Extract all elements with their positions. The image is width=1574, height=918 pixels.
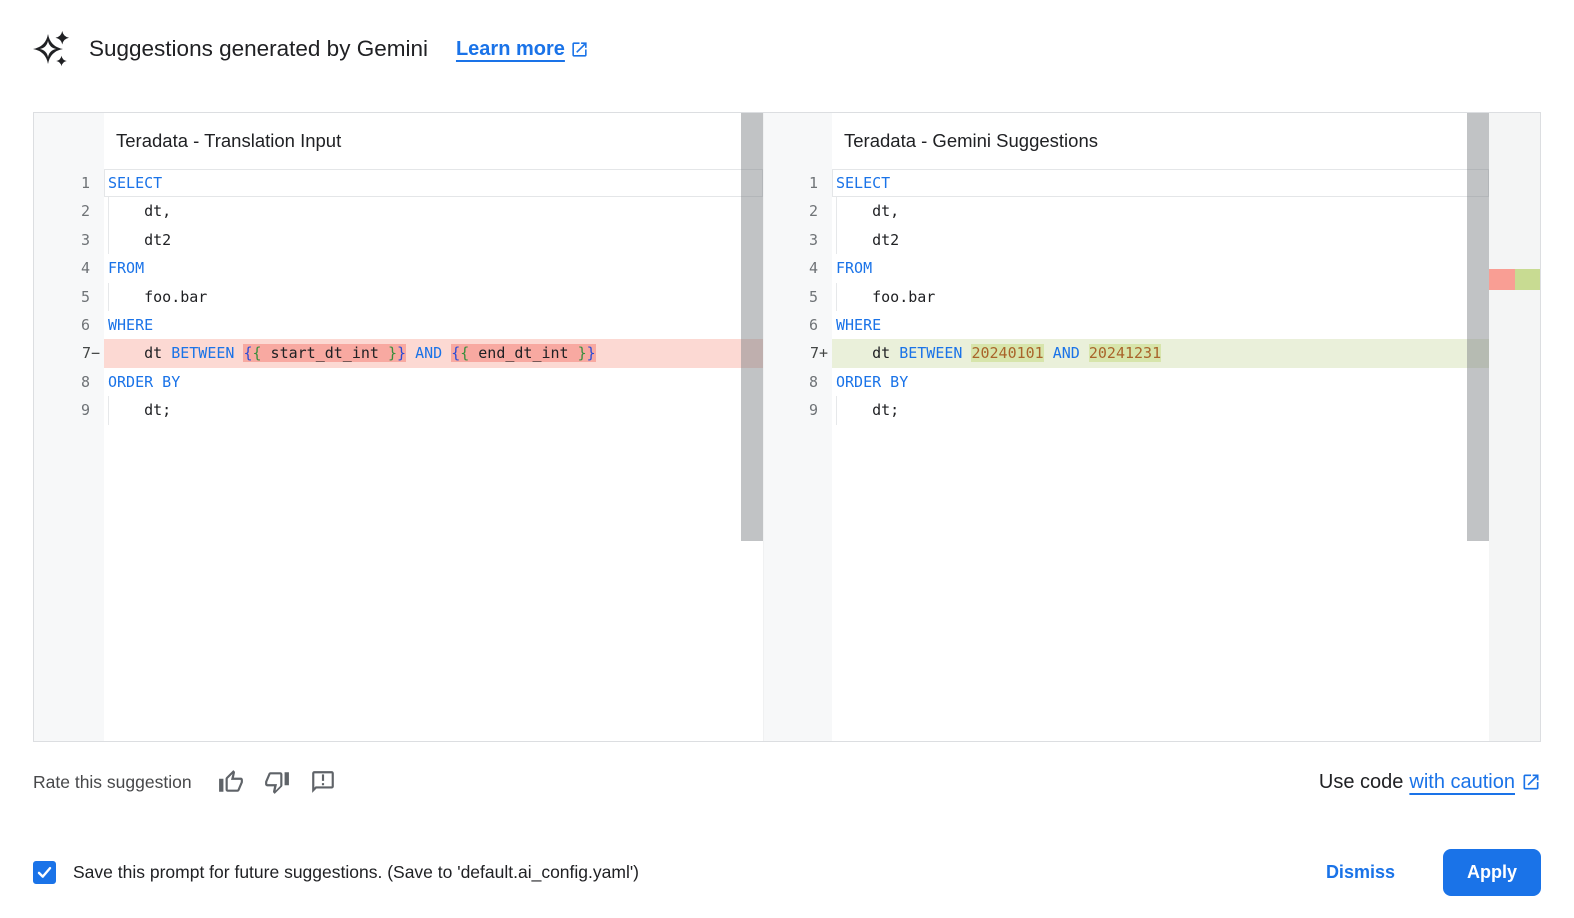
with-caution-link[interactable]: with caution <box>1409 770 1515 793</box>
pane-header: Teradata - Gemini Suggestions <box>764 113 1540 169</box>
line-content: dt BETWEEN {{ start_dt_int }} AND {{ end… <box>104 339 763 368</box>
rate-icons <box>218 769 336 795</box>
line-content: ORDER BY <box>108 372 181 391</box>
line-content: dt2 <box>104 225 763 255</box>
diff-overview-marker <box>1489 269 1540 290</box>
pane-header: Teradata - Translation Input <box>34 113 763 169</box>
inserted-marker <box>1514 269 1540 290</box>
checkmark-icon <box>37 866 52 878</box>
line-content: dt, <box>832 197 1489 227</box>
gemini-sparkle-icon <box>33 31 69 67</box>
line-content: dt; <box>832 396 1489 425</box>
line-number: 7− <box>81 344 100 363</box>
line-number: 6 <box>808 315 818 334</box>
code-line[interactable]: 3 dt2 <box>764 225 1489 255</box>
use-code-prefix: Use code <box>1318 770 1404 793</box>
thumbs-down-icon <box>264 772 289 794</box>
code-line[interactable]: 6 WHERE <box>764 311 1489 339</box>
use-code-notice: Use code with caution <box>1319 771 1541 794</box>
line-content: dt BETWEEN 20240101 AND 20241231 <box>832 339 1489 368</box>
line-content: FROM <box>836 259 873 278</box>
line-number: 4 <box>80 259 90 278</box>
code-line[interactable]: 5 foo.bar <box>764 282 1489 312</box>
code-line[interactable]: 7− dt BETWEEN {{ start_dt_int }} AND {{ … <box>34 339 763 368</box>
line-content: dt; <box>104 396 763 425</box>
line-number: 2 <box>808 202 818 221</box>
open-in-new-icon <box>1523 774 1539 790</box>
line-content: WHERE <box>108 315 154 334</box>
line-number: 7+ <box>809 344 828 363</box>
action-bar: Save this prompt for future suggestions.… <box>33 846 1541 898</box>
line-content: SELECT <box>104 169 763 197</box>
line-number-gutter <box>764 113 832 741</box>
code-line[interactable]: 6 WHERE <box>34 311 763 339</box>
vertical-scrollbar[interactable] <box>1467 113 1489 541</box>
save-prompt-checkbox[interactable] <box>33 860 56 884</box>
code-line[interactable]: 8 ORDER BY <box>34 368 763 396</box>
thumbs-up-button[interactable] <box>218 769 244 795</box>
line-number: 5 <box>808 287 818 306</box>
learn-more-link[interactable]: Learn more <box>456 38 589 61</box>
code-line[interactable]: 4 FROM <box>764 254 1489 282</box>
line-number: 6 <box>80 315 90 334</box>
page-title: Suggestions generated by Gemini <box>89 36 428 61</box>
suggestion-footer: Rate this suggestion Use code with cauti… <box>33 762 1541 802</box>
line-content: ORDER BY <box>836 372 909 391</box>
vertical-scrollbar[interactable] <box>741 113 763 541</box>
learn-more-label: Learn more <box>455 37 565 60</box>
dismiss-button[interactable]: Dismiss <box>1316 854 1405 891</box>
line-number: 9 <box>80 401 90 420</box>
line-number: 1 <box>80 174 90 192</box>
code-line[interactable]: 5 foo.bar <box>34 282 763 312</box>
save-prompt-label: Save this prompt for future suggestions.… <box>73 861 639 882</box>
line-number: 1 <box>808 174 818 192</box>
line-number: 8 <box>808 372 818 391</box>
line-number: 3 <box>80 230 90 249</box>
code-line[interactable]: 1 SELECT <box>764 169 1489 197</box>
rate-label: Rate this suggestion <box>33 771 192 792</box>
code-line[interactable]: 2 dt, <box>764 197 1489 227</box>
line-number: 3 <box>808 230 818 249</box>
deleted-marker <box>1489 269 1515 290</box>
suggestions-header: Suggestions generated by Gemini Learn mo… <box>33 27 1541 71</box>
line-number: 4 <box>808 259 818 278</box>
thumbs-up-icon <box>218 770 243 792</box>
line-content: dt2 <box>832 225 1489 255</box>
open-in-new-icon <box>572 41 587 57</box>
code-line[interactable]: 7+ dt BETWEEN 20240101 AND 20241231 <box>764 339 1489 368</box>
feedback-icon <box>311 771 334 793</box>
line-number: 2 <box>80 202 90 221</box>
rate-group: Rate this suggestion <box>33 769 336 795</box>
line-number: 5 <box>80 287 90 306</box>
pane-title: Teradata - Gemini Suggestions <box>844 130 1098 151</box>
code-line[interactable]: 3 dt2 <box>34 225 763 255</box>
line-content: dt, <box>104 197 763 227</box>
thumbs-down-button[interactable] <box>264 769 290 795</box>
line-number-gutter <box>34 113 104 741</box>
code-line[interactable]: 9 dt; <box>764 396 1489 425</box>
pane-title: Teradata - Translation Input <box>116 130 342 151</box>
code-line[interactable]: 2 dt, <box>34 197 763 227</box>
feedback-button[interactable] <box>310 769 336 795</box>
line-content: WHERE <box>836 315 882 334</box>
code-line[interactable]: 1 SELECT <box>34 169 763 197</box>
apply-button[interactable]: Apply <box>1442 848 1541 896</box>
diff-overview-ruler[interactable] <box>1489 113 1540 741</box>
line-content: foo.bar <box>104 282 763 312</box>
line-content: foo.bar <box>832 282 1489 312</box>
line-content: SELECT <box>832 169 1489 197</box>
line-number: 8 <box>80 372 90 391</box>
line-content: FROM <box>108 259 145 278</box>
code-line[interactable]: 4 FROM <box>34 254 763 282</box>
code-line[interactable]: 9 dt; <box>34 396 763 425</box>
line-number: 9 <box>808 401 818 420</box>
code-line[interactable]: 8 ORDER BY <box>764 368 1489 396</box>
